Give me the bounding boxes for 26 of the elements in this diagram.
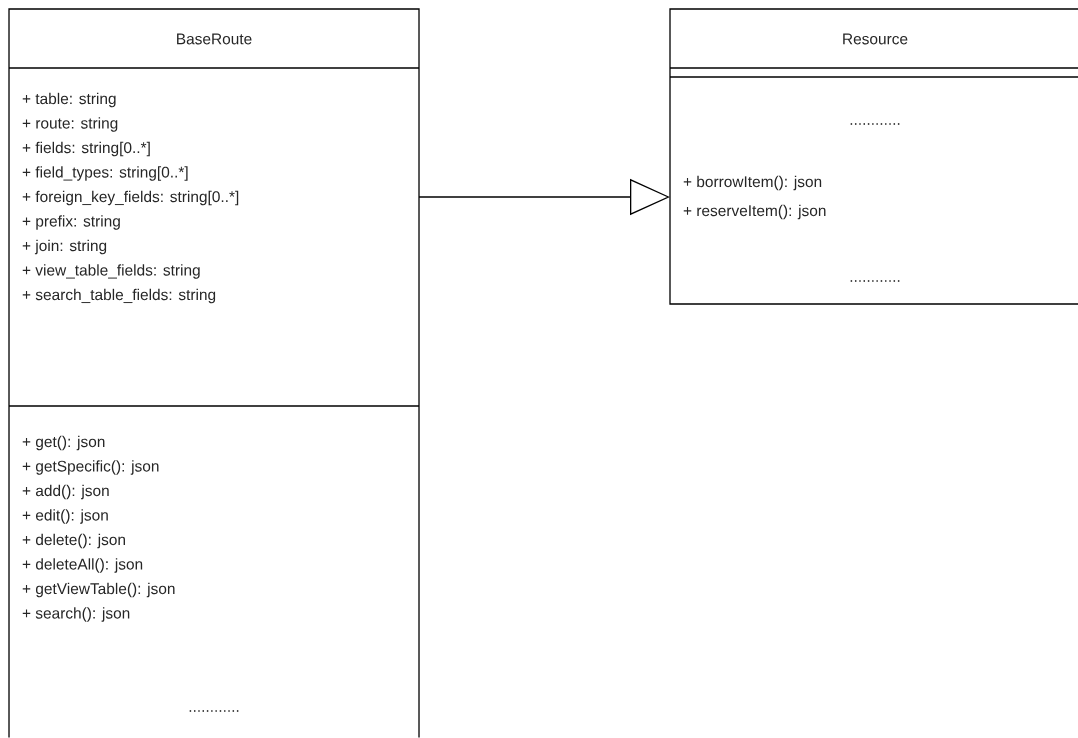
method-text: + search(): json <box>22 607 130 622</box>
attribute-text: + view_table_fields: string <box>22 264 200 279</box>
method-text: + add(): json <box>22 484 109 500</box>
ellipsis-text: ............ <box>850 123 900 125</box>
attribute-text: + search_table_fields: string <box>22 288 216 304</box>
attribute-text: + field_types: string[0..*] <box>22 166 188 181</box>
attribute-text: + join: string <box>22 239 107 255</box>
class-box <box>669 8 1078 305</box>
attribute-text: + fields: string[0..*] <box>22 141 150 157</box>
class-name: BaseRoute <box>177 33 252 45</box>
method-text: + edit(): json <box>22 509 108 524</box>
method-text: + deleteAll(): json <box>22 558 143 573</box>
attribute-text: + table: string <box>22 92 116 108</box>
method-text: + getViewTable(): json <box>22 582 175 598</box>
class-box <box>8 8 420 738</box>
method-text: + get(): json <box>22 435 105 451</box>
method-text: + borrowItem(): json <box>683 175 822 191</box>
method-text: + getSpecific(): json <box>22 460 159 475</box>
class-name: Resource <box>843 33 908 45</box>
ellipsis-text: ............ <box>850 280 900 282</box>
attribute-text: + prefix: string <box>22 215 120 230</box>
ellipsis-text: ............ <box>189 710 239 712</box>
attribute-text: + foreign_key_fields: string[0..*] <box>22 190 239 206</box>
method-text: + delete(): json <box>22 533 125 549</box>
method-text: + reserveItem(): json <box>683 204 826 220</box>
attribute-text: + route: string <box>22 117 118 132</box>
